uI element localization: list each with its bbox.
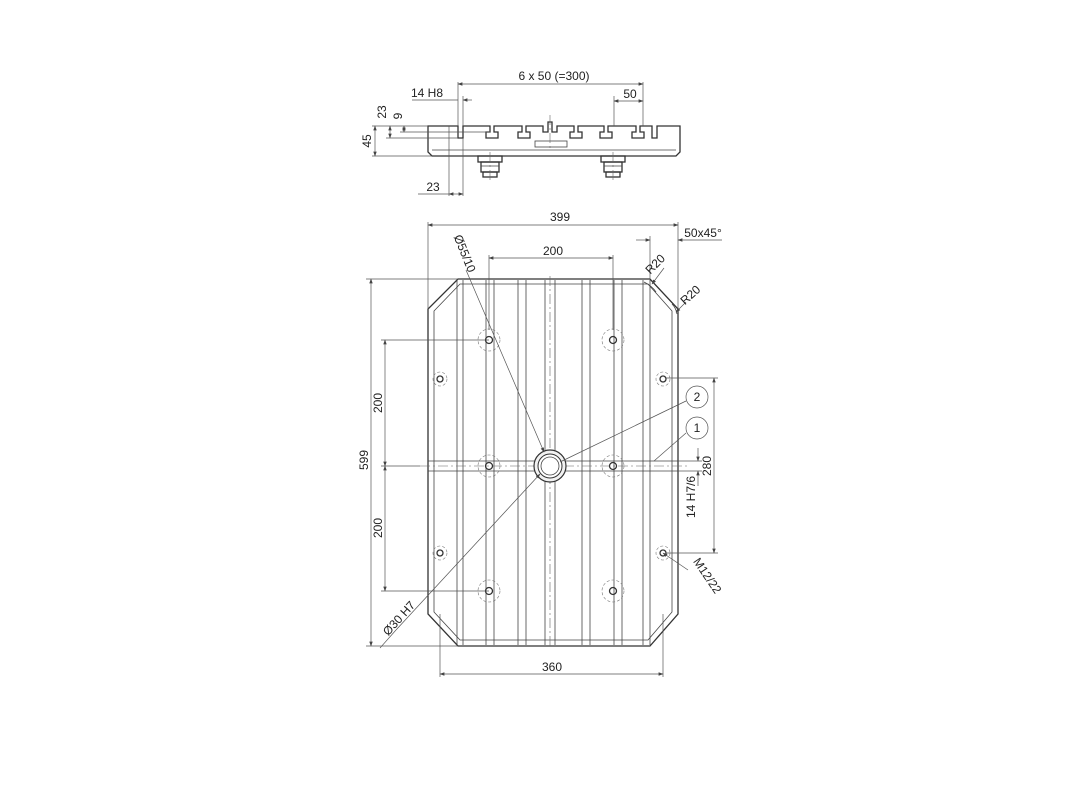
pin-bore-leader xyxy=(395,473,541,631)
dim-bottom-offset: 23 xyxy=(426,180,440,194)
dim-slot-spacing: 50 xyxy=(623,87,637,101)
dim-base-width: 360 xyxy=(542,660,562,674)
dim-upper-spacing: 200 xyxy=(371,393,385,413)
callout-2-leader xyxy=(559,400,687,463)
dim-slot-pitch: 6 x 50 (=300) xyxy=(518,69,589,83)
dim-pin-bore: Ø30 H7 xyxy=(380,598,418,638)
dim-slot-width: 14 H8 xyxy=(411,86,443,100)
side-view: 6 x 50 (=300) 14 H8 50 45 23 9 23 xyxy=(360,69,681,196)
plate-outline xyxy=(427,278,679,647)
dim-radius-outer: R20 xyxy=(677,282,703,307)
hole-middle-right xyxy=(601,454,625,478)
hole-lower-right xyxy=(601,579,625,603)
dim-lower-spacing: 200 xyxy=(371,518,385,538)
dim-keyway-spacing: 280 xyxy=(700,456,714,476)
callout-2-label: 2 xyxy=(694,390,701,404)
dim-radius-inner: R20 xyxy=(642,251,668,277)
plate-inner-outline xyxy=(433,283,673,641)
center-bore xyxy=(533,449,567,483)
fillet-top-right-inner xyxy=(643,281,657,293)
thread-hole-right-upper xyxy=(655,371,671,387)
callout-1-label: 1 xyxy=(694,421,701,435)
hole-upper-right xyxy=(601,328,625,352)
fillet-top-right-outer xyxy=(671,303,678,315)
thread-hole-left-upper xyxy=(432,371,448,387)
dim-slot-depth: 23 xyxy=(375,105,389,119)
dim-center-hole: Ø55/10 xyxy=(451,233,479,275)
side-view-plate-outline xyxy=(427,121,681,157)
callout-1-circle xyxy=(685,416,709,440)
dim-keyway-fit: 14 H7/6 xyxy=(684,476,698,518)
dim-total-height: 45 xyxy=(360,134,374,148)
dim-inner-width: 200 xyxy=(543,244,563,258)
dim-overall-width: 399 xyxy=(550,210,570,224)
callout-1-leader xyxy=(653,432,687,462)
thread-hole-left-lower xyxy=(432,545,448,561)
dim-chamfer: 50x45° xyxy=(684,226,722,240)
side-view-center-boss xyxy=(534,140,568,148)
top-view: 399 50x45° 200 Ø55/10 R20 R20 599 200 20… xyxy=(357,210,724,677)
dim-slot-neck: 9 xyxy=(391,112,405,119)
dim-thread: M12/22 xyxy=(690,555,724,596)
thread-leader xyxy=(662,552,689,571)
callout-2-circle xyxy=(685,385,709,409)
dim-overall-length: 599 xyxy=(357,450,371,470)
hole-middle-left xyxy=(477,454,501,478)
